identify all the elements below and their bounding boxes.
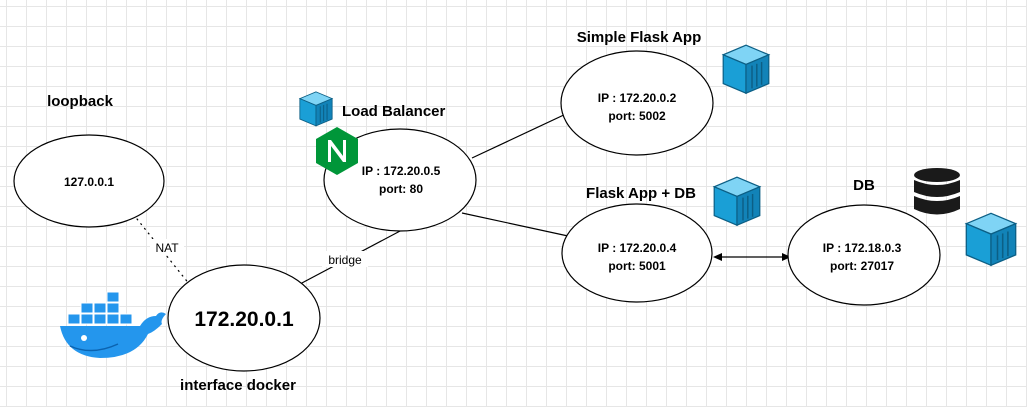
db-ip: IP : 172.18.0.3 — [823, 241, 902, 255]
link-lb-simple-flask — [471, 112, 569, 159]
simple-flask-app-node[interactable]: IP : 172.20.0.2 port: 5002 — [560, 50, 714, 156]
loopback-ip: 127.0.0.1 — [64, 175, 114, 189]
flask-db-port: port: 5001 — [608, 259, 666, 273]
link-flask-db-database — [713, 253, 791, 261]
docker-interface-ip: 172.20.0.1 — [194, 308, 294, 331]
flask-app-db-title: Flask App + DB — [586, 185, 696, 202]
docker-interface-node[interactable]: 172.20.0.1 — [167, 264, 321, 372]
load-balancer-node[interactable]: IP : 172.20.0.5 port: 80 — [323, 128, 477, 232]
container-cube-icon — [299, 91, 333, 127]
simple-flask-port: port: 5002 — [608, 109, 666, 123]
loopback-title: loopback — [47, 93, 114, 110]
db-title: DB — [853, 177, 875, 194]
bridge-label: bridge — [328, 253, 362, 267]
simple-flask-app-title: Simple Flask App — [577, 29, 701, 46]
flask-db-ip: IP : 172.20.0.4 — [598, 241, 677, 255]
db-port: port: 27017 — [830, 259, 894, 273]
database-icon — [914, 168, 960, 215]
link-lb-flask-db — [461, 212, 569, 237]
container-cube-icon — [713, 176, 761, 226]
loopback-node[interactable]: 127.0.0.1 — [13, 134, 165, 228]
interface-docker-title: interface docker — [180, 377, 296, 394]
docker-whale-icon — [60, 291, 166, 358]
container-cube-icon — [965, 212, 1017, 267]
load-balancer-ip: IP : 172.20.0.5 — [362, 164, 441, 178]
load-balancer-port: port: 80 — [379, 182, 423, 196]
db-node[interactable]: IP : 172.18.0.3 port: 27017 — [787, 204, 941, 306]
load-balancer-title: Load Balancer — [342, 103, 446, 120]
container-cube-icon — [722, 44, 770, 94]
flask-app-db-node[interactable]: IP : 172.20.0.4 port: 5001 — [561, 203, 713, 303]
nginx-icon — [316, 127, 358, 175]
simple-flask-ip: IP : 172.20.0.2 — [598, 91, 677, 105]
nat-label: NAT — [155, 241, 179, 255]
